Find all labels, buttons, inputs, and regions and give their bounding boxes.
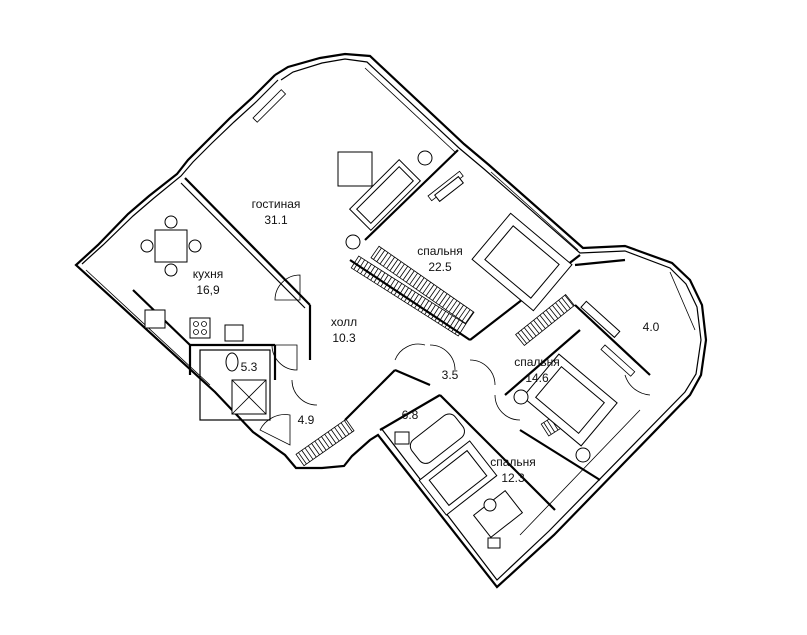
sofa-icon	[348, 158, 422, 232]
room-name-kitchen: кухня	[193, 267, 224, 281]
room-area-bedroom2: 14.6	[525, 371, 549, 385]
room-area-bedroom3: 12.3	[501, 471, 525, 485]
windows	[85, 67, 696, 536]
outer-walls	[74, 52, 708, 589]
dining-table-icon	[140, 215, 202, 277]
room-area-corridor: 3.5	[442, 368, 459, 382]
doors	[259, 274, 651, 446]
room-area-living: 31.1	[264, 213, 288, 227]
room-name-bedroom3: спальня	[490, 455, 536, 469]
room-area-balcony: 4.0	[643, 320, 660, 334]
room-labels: гостиная 31.1 кухня 16,9 холл 10.3 спаль…	[193, 197, 660, 485]
room-area-hall: 10.3	[332, 331, 356, 345]
room-area-bedroom1: 22.5	[428, 260, 452, 274]
entry-wardrobe	[295, 418, 355, 467]
room-area-entry: 4.9	[298, 413, 315, 427]
room-name-hall: холл	[331, 315, 357, 329]
bed-icon	[522, 353, 618, 447]
room-name-bedroom1: спальня	[417, 244, 463, 258]
room-area-bath: 6.8	[402, 408, 419, 422]
room-area-wc: 5.3	[241, 360, 258, 374]
room-area-kitchen: 16,9	[196, 283, 220, 297]
bed-icon	[418, 440, 498, 516]
bedroom-wardrobe	[515, 293, 575, 347]
room-name-bedroom2: спальня	[514, 355, 560, 369]
hall-wardrobe	[350, 255, 467, 337]
room-name-living: гостиная	[252, 197, 301, 211]
bed-icon	[471, 212, 573, 312]
furniture	[140, 150, 621, 549]
hall-wardrobe-2	[370, 245, 475, 325]
